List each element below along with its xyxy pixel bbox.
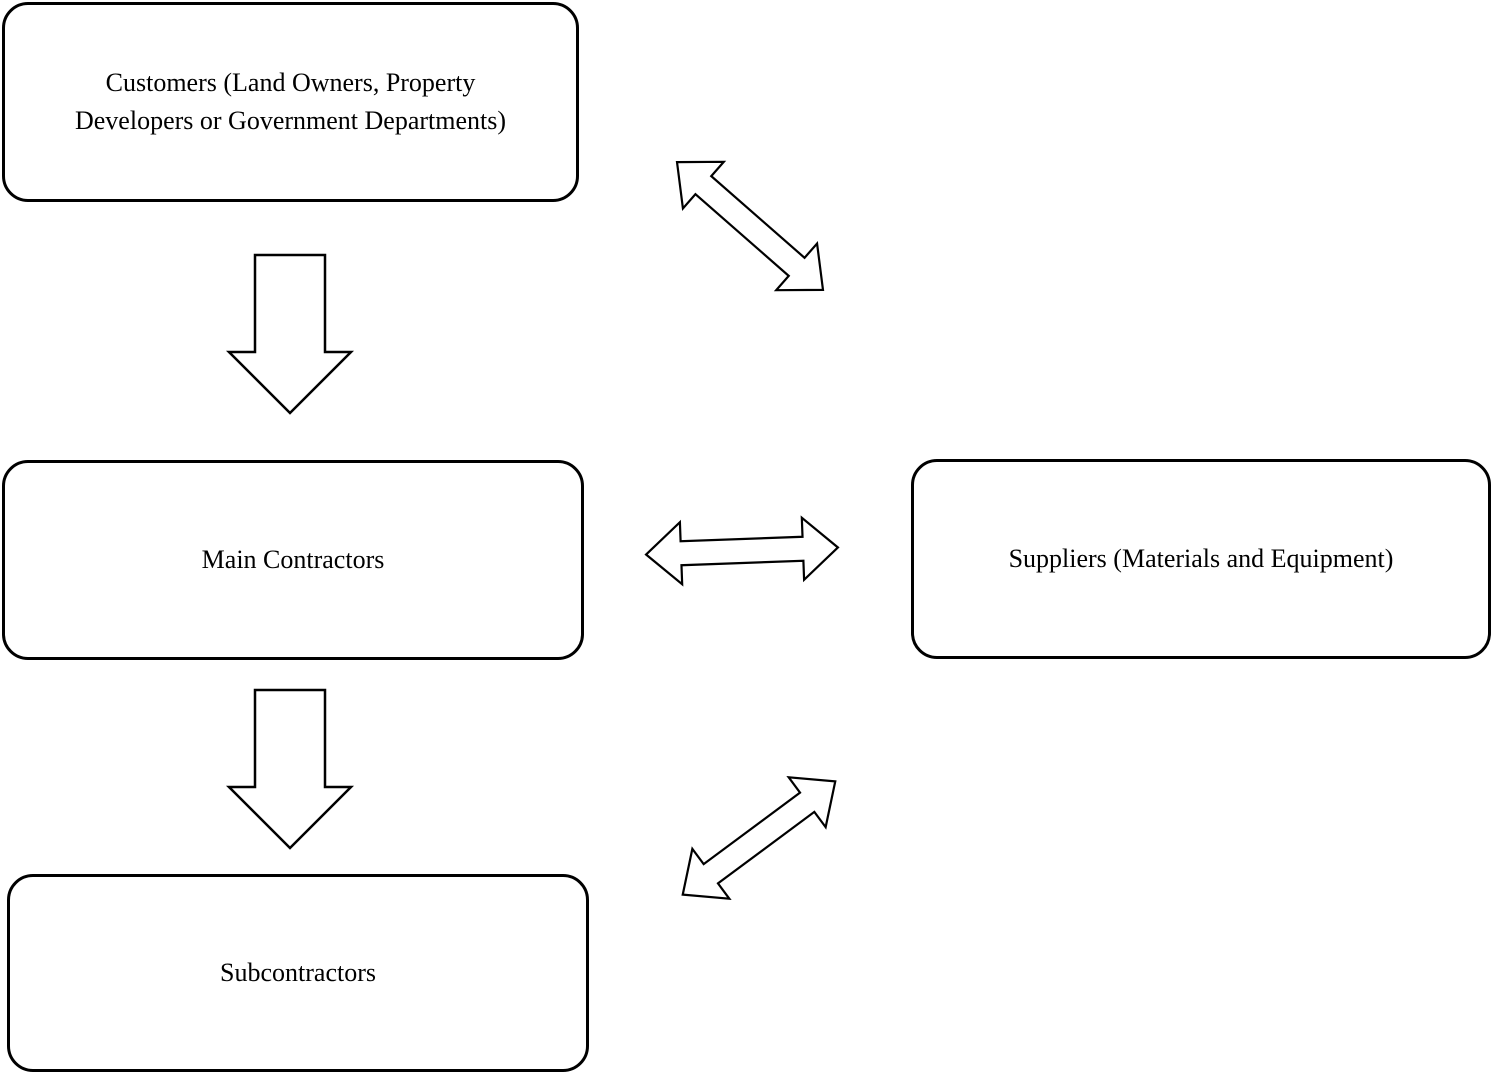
double-arrow-subcontractors-suppliers-icon xyxy=(681,776,837,900)
node-main-contractors: Main Contractors xyxy=(2,460,584,660)
node-suppliers: Suppliers (Materials and Equipment) xyxy=(911,459,1491,659)
block-arrow-main-contractors-to-subcontractors-icon xyxy=(225,688,355,850)
double-arrow-main-contractors-suppliers-icon xyxy=(644,515,840,587)
double-arrow-customers-suppliers-icon xyxy=(675,160,825,292)
block-arrow-customers-to-main-contractors-icon xyxy=(225,253,355,415)
node-suppliers-label: Suppliers (Materials and Equipment) xyxy=(1008,544,1394,573)
node-subcontractors-label: Subcontractors xyxy=(220,958,376,987)
node-main-contractors-label: Main Contractors xyxy=(201,545,385,574)
node-customers-label: Customers (Land Owners, Property Develop… xyxy=(74,68,507,135)
node-subcontractors: Subcontractors xyxy=(7,874,589,1072)
node-customers: Customers (Land Owners, Property Develop… xyxy=(2,2,579,202)
